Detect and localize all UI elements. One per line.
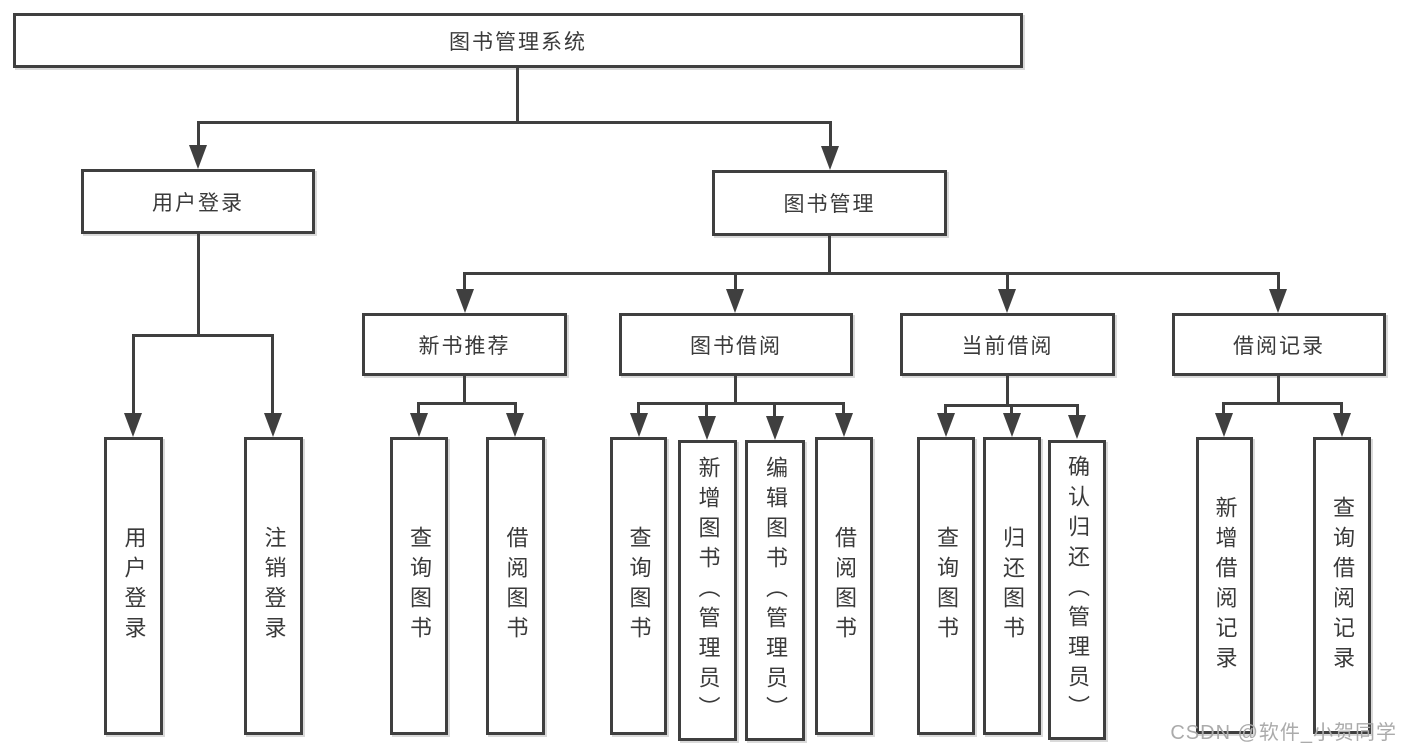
node-root: 图书管理系统 <box>13 13 1023 68</box>
connector-line <box>1006 376 1009 407</box>
arrow-down-icon <box>506 413 524 437</box>
leaf-return-book: 归还图书 <box>983 437 1041 735</box>
leaf-borrow-books-recommend: 借阅图书 <box>486 437 545 735</box>
leaf-return-book-label: 归还图书 <box>1000 526 1025 646</box>
connector-line <box>1277 376 1280 405</box>
leaf-user-login: 用户登录 <box>104 437 163 735</box>
connector-line <box>1222 402 1225 416</box>
arrow-down-icon <box>937 413 955 437</box>
leaf-add-book-admin: 新增图书（管理员） <box>678 440 737 741</box>
section-borrow-records: 借阅记录 <box>1172 313 1386 376</box>
connector-line <box>1222 402 1342 405</box>
leaf-add-book-admin-label: 新增图书（管理员） <box>695 455 721 726</box>
arrow-down-icon <box>766 416 784 440</box>
connector-line <box>463 272 466 292</box>
leaf-query-borrow-record-label: 查询借阅记录 <box>1330 495 1355 676</box>
connector-line <box>1277 272 1280 292</box>
connector-line <box>705 402 708 418</box>
arrow-down-icon <box>189 145 207 169</box>
connector-line <box>463 272 1280 275</box>
arrow-down-icon <box>1269 289 1287 313</box>
connector-line <box>828 236 831 275</box>
connector-line <box>842 402 845 416</box>
leaf-borrow-books-recommend-label: 借阅图书 <box>503 526 529 646</box>
leaf-add-borrow-record-label: 新增借阅记录 <box>1212 495 1238 676</box>
connector-line <box>1340 402 1343 416</box>
section-borrow-records-label: 借阅记录 <box>1233 334 1325 358</box>
leaf-confirm-return-admin-label: 确认归还（管理员） <box>1065 455 1090 725</box>
arrow-down-icon <box>630 413 648 437</box>
connector-line <box>1006 272 1009 292</box>
connector-line <box>829 121 832 151</box>
leaf-query-books-recommend: 查询图书 <box>390 437 448 735</box>
arrow-down-icon <box>410 413 428 437</box>
leaf-query-books-current-label: 查询图书 <box>934 526 959 646</box>
connector-line <box>773 402 776 418</box>
connector-line <box>197 121 200 151</box>
branch-book-management: 图书管理 <box>712 170 947 236</box>
connector-line <box>197 121 832 124</box>
section-new-book-recommend-label: 新书推荐 <box>418 334 511 358</box>
section-book-borrow-label: 图书借阅 <box>690 334 782 358</box>
leaf-edit-book-admin: 编辑图书（管理员） <box>745 440 805 741</box>
leaf-query-books-recommend-label: 查询图书 <box>407 526 432 646</box>
connector-line <box>197 234 200 337</box>
branch-user-login: 用户登录 <box>81 169 315 234</box>
arrow-down-icon <box>998 289 1016 313</box>
connector-line <box>637 402 640 416</box>
arrow-down-icon <box>264 413 282 437</box>
arrow-down-icon <box>726 289 744 313</box>
leaf-query-borrow-record: 查询借阅记录 <box>1313 437 1371 734</box>
arrow-down-icon <box>821 146 839 170</box>
connector-line <box>944 404 947 416</box>
section-current-borrow: 当前借阅 <box>900 313 1115 376</box>
arrow-down-icon <box>698 416 716 440</box>
connector-line <box>514 402 517 416</box>
connector-line <box>516 68 519 124</box>
section-current-borrow-label: 当前借阅 <box>961 334 1054 358</box>
leaf-add-borrow-record: 新增借阅记录 <box>1196 437 1253 734</box>
section-book-borrow: 图书借阅 <box>619 313 853 376</box>
connector-line <box>734 376 737 405</box>
connector-line <box>271 334 274 416</box>
leaf-user-login-label: 用户登录 <box>121 526 147 646</box>
arrow-down-icon <box>1215 413 1233 437</box>
arrow-down-icon <box>456 289 474 313</box>
connector-line <box>132 334 273 337</box>
arrow-down-icon <box>124 413 142 437</box>
connector-line <box>637 402 844 405</box>
connector-line <box>734 272 737 292</box>
connector-line <box>417 402 420 416</box>
branch-book-management-label: 图书管理 <box>783 193 876 216</box>
arrow-down-icon <box>835 413 853 437</box>
section-new-book-recommend: 新书推荐 <box>362 313 567 376</box>
connector-line <box>463 376 466 405</box>
arrow-down-icon <box>1068 415 1086 439</box>
leaf-query-books-borrow-label: 查询图书 <box>626 526 652 646</box>
leaf-borrow-books-borrow: 借阅图书 <box>815 437 873 735</box>
connector-line <box>1010 404 1013 416</box>
arrow-down-icon <box>1003 413 1021 437</box>
connector-line <box>1076 404 1079 417</box>
leaf-logout-label: 注销登录 <box>261 526 287 646</box>
leaf-edit-book-admin-label: 编辑图书（管理员） <box>763 455 788 726</box>
leaf-query-books-borrow: 查询图书 <box>610 437 667 735</box>
leaf-logout: 注销登录 <box>244 437 303 735</box>
node-root-label: 图书管理系统 <box>449 30 587 54</box>
arrow-down-icon <box>1333 413 1351 437</box>
connector-line <box>132 334 135 416</box>
connector-line <box>417 402 516 405</box>
watermark: CSDN @软件_小贺同学 <box>1170 722 1397 744</box>
leaf-confirm-return-admin: 确认归还（管理员） <box>1048 440 1106 740</box>
leaf-borrow-books-borrow-label: 借阅图书 <box>832 526 857 646</box>
leaf-query-books-current: 查询图书 <box>917 437 975 735</box>
branch-user-login-label: 用户登录 <box>152 191 244 215</box>
